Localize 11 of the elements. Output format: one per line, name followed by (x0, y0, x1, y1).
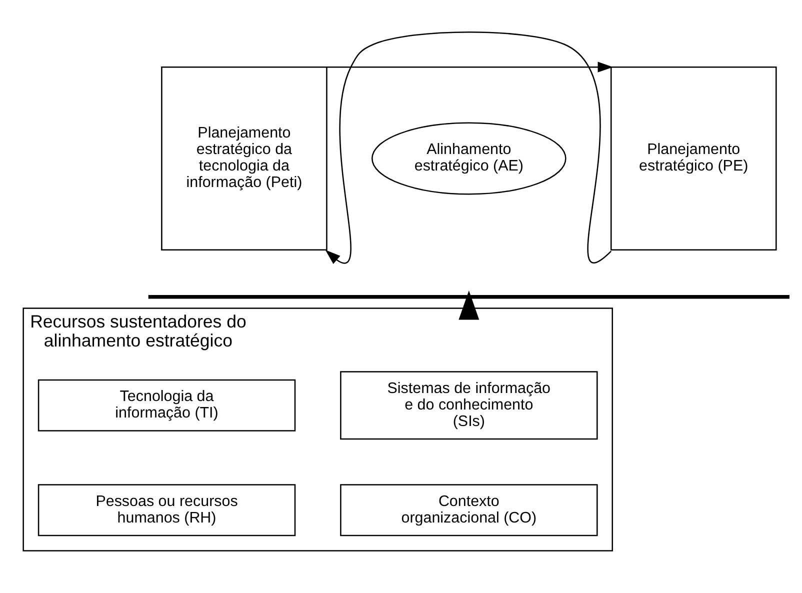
arrow (326, 62, 614, 72)
node-box: Sistemas de informação e do conhecimento (SIs) (340, 371, 598, 440)
node-ellipse: Alinhamento estratégico (AE) (372, 122, 566, 195)
arrow (325, 32, 612, 264)
node-bar (148, 294, 790, 299)
node-box: Contexto organizacional (CO) (340, 484, 598, 536)
node-box: Tecnologia da informação (TI) (38, 379, 296, 432)
arrow (458, 290, 480, 320)
node-box: Pessoas ou recursos humanos (RH) (38, 484, 296, 536)
node-box: Planejamento estratégico da tecnologia da informação (Peti) (161, 66, 328, 251)
node-box: Planejamento estratégico (PE) (610, 66, 777, 251)
